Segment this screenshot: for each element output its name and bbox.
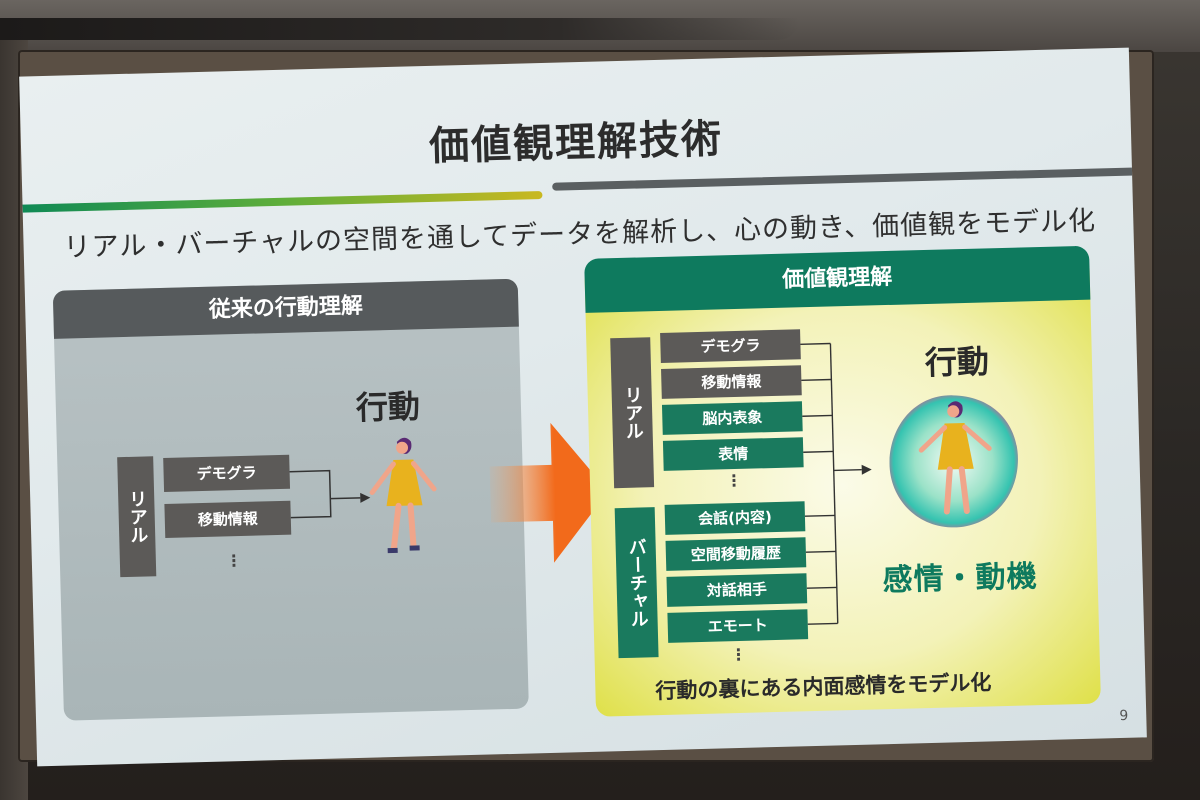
transition-arrow-icon [489,422,609,563]
traditional-panel: 従来の行動理解 リアル デモグラ 移動情報 ⋮ 行動 [52,278,529,721]
person-figure-icon [369,437,437,554]
value-understanding-panel: 価値観理解 リアル バーチャル デモグラ 移動情報 脳内表象 表情 ⋮ 会話(内… [584,245,1101,717]
page-number: 9 [1119,707,1129,725]
left-connector-lines [289,469,371,519]
ceiling-light-strip [0,18,800,40]
left-behavior-label: 行動 [355,387,421,427]
emotion-orb-icon [889,395,1018,528]
right-connector-lines [800,342,872,625]
title-underline-green [22,190,543,213]
emotion-motive-label: 感情・動機 [882,559,1039,599]
right-behavior-label: 行動 [924,342,990,383]
slide-title: 価値観理解技術 [428,116,724,170]
title-underline-gray [552,167,1143,191]
presentation-slide: 価値観理解技術 リアル・バーチャルの空間を通してデータを解析し、心の動き、価値観… [19,47,1147,767]
